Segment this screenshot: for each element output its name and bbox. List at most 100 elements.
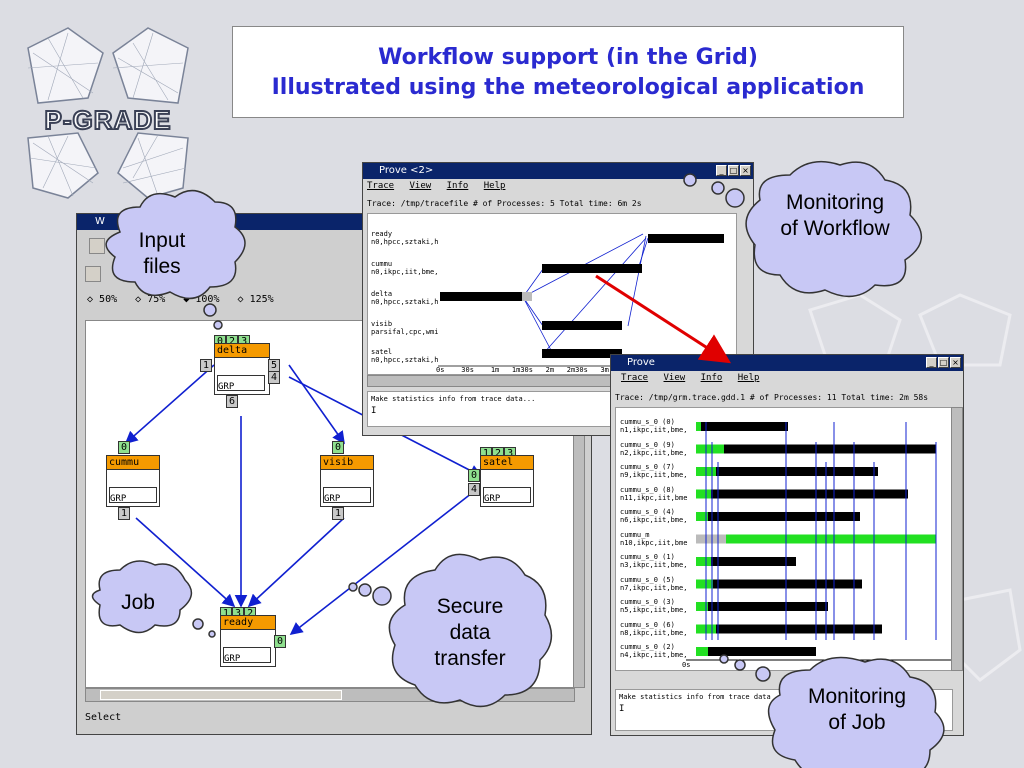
editor-title: W	[95, 216, 105, 227]
cloud-input-files	[105, 189, 246, 300]
bar-segment	[711, 489, 908, 499]
port[interactable]: 0	[274, 635, 287, 648]
bar	[648, 234, 724, 243]
bar	[542, 349, 622, 358]
menu-trace[interactable]: Trace	[621, 373, 649, 383]
bar-segment	[696, 579, 713, 589]
close-button[interactable]: ×	[740, 165, 751, 176]
prove1-titlebar[interactable]: Prove <2> _□×	[363, 163, 753, 179]
bar-segment	[726, 534, 936, 544]
prove2-axis-zero: 0s	[682, 661, 691, 669]
port[interactable]: 1	[118, 507, 131, 520]
minimize-button[interactable]: _	[716, 165, 727, 176]
bar-segment	[716, 467, 878, 476]
callout-job: Job	[121, 591, 155, 614]
port[interactable]: 4	[468, 483, 481, 496]
prove2-vertical-scrollbar[interactable]	[951, 407, 963, 671]
port[interactable]: 1	[332, 507, 345, 520]
ready-box[interactable]: ready GRP	[220, 615, 276, 667]
row-host: n5,ikpc,iit,bme,	[620, 606, 688, 614]
zoom-75-radio[interactable]: ◇ 75%	[135, 294, 166, 305]
tick-label: 2m30s	[566, 366, 588, 374]
cummu-box[interactable]: cummu GRP	[106, 455, 160, 507]
prove1-menubar: Trace View Info Help	[367, 181, 515, 191]
bar-segment	[696, 489, 711, 499]
maximize-button[interactable]: □	[728, 165, 739, 176]
row-process: cummu_s_0 (9)	[620, 440, 675, 449]
zoom-50-label: 50%	[99, 294, 118, 305]
text-cursor: I	[619, 704, 625, 714]
row-host: n3,ikpc,iit,bme,	[620, 561, 688, 569]
menu-info[interactable]: Info	[446, 181, 469, 191]
prove1-gantt	[438, 233, 736, 367]
bar-segment	[696, 602, 708, 611]
text-cursor: I	[371, 406, 377, 416]
edge-satel-ready	[289, 485, 482, 635]
tick-label: 0s	[436, 366, 445, 374]
satel-box[interactable]: satel GRP	[480, 455, 534, 507]
cloud-monitoring-job	[767, 656, 945, 768]
menu-view[interactable]: View	[663, 373, 686, 383]
row-label: cummu_s_0 (6)n8,ikpc,iit,bme,	[620, 621, 687, 637]
port[interactable]: 4	[268, 371, 281, 384]
scroll-thumb[interactable]	[100, 690, 342, 700]
maximize-button[interactable]: □	[938, 357, 949, 368]
job-name: visib	[321, 456, 373, 470]
port[interactable]: 1	[200, 359, 213, 372]
bar-segment	[701, 422, 788, 431]
prove2-trace-info: Trace: /tmp/grm.trace.gdd.1 # of Process…	[615, 393, 929, 402]
visib-box[interactable]: visib GRP	[320, 455, 374, 507]
delta-box[interactable]: delta GRP	[214, 343, 270, 395]
menu-info[interactable]: Info	[700, 373, 723, 383]
job-name: delta	[215, 344, 269, 358]
toolbar-button[interactable]	[89, 238, 105, 254]
bar-segment	[708, 602, 828, 611]
slide-title: Workflow support (in the Grid) Illustrat…	[232, 26, 904, 118]
row-process: cummu_s_0 (2)	[620, 643, 675, 651]
zoom-50-radio[interactable]: ◇ 50%	[87, 294, 118, 305]
prove2-title: Prove	[627, 357, 655, 368]
bar-segment	[696, 422, 701, 431]
logo-text: P-GRADE	[45, 105, 172, 135]
bar	[440, 292, 522, 301]
row-label: cummu_s_0 (3)n5,ikpc,iit,bme,	[620, 598, 687, 614]
zoom-75-label: 75%	[147, 294, 166, 305]
editor-toolbar-2	[81, 266, 221, 284]
job-grp: GRP	[223, 647, 271, 664]
tool-icon[interactable]	[85, 266, 101, 282]
port[interactable]: 0	[332, 441, 345, 454]
job-visib[interactable]: 0 visib GRP 1	[320, 441, 390, 531]
zoom-125-radio[interactable]: ◇ 125%	[237, 294, 274, 305]
prove1-title: Prove <2>	[379, 165, 434, 176]
zoom-100-radio[interactable]: ◆ 100%	[183, 294, 220, 305]
bar-segment	[696, 444, 724, 454]
job-name: satel	[481, 456, 533, 470]
menu-help[interactable]: Help	[737, 373, 760, 383]
close-button[interactable]: ×	[950, 357, 961, 368]
prove1-status-text: Make statistics info from trace data...	[371, 395, 536, 403]
job-cummu[interactable]: 0 cummu GRP 1	[106, 441, 176, 531]
cloud-job	[91, 560, 193, 634]
minimize-button[interactable]: _	[926, 357, 937, 368]
port[interactable]: 0	[468, 469, 481, 482]
edge-delta-visib	[288, 364, 345, 445]
job-grp: GRP	[109, 487, 157, 504]
menu-help[interactable]: Help	[483, 181, 506, 191]
logo-graphic: P-GRADE	[27, 27, 189, 199]
menu-view[interactable]: View	[409, 181, 432, 191]
title-line-2: Illustrated using the meteorological app…	[271, 75, 865, 100]
zoom-125-label: 125%	[249, 294, 274, 305]
port[interactable]: 6	[226, 395, 239, 408]
editor-toolbar	[81, 236, 221, 254]
row-process: cummu_s_0 (0)	[620, 418, 675, 426]
port[interactable]: 0	[118, 441, 131, 454]
row-host: n4,ikpc,iit,bme,	[620, 651, 688, 659]
menu-trace[interactable]: Trace	[367, 181, 395, 191]
